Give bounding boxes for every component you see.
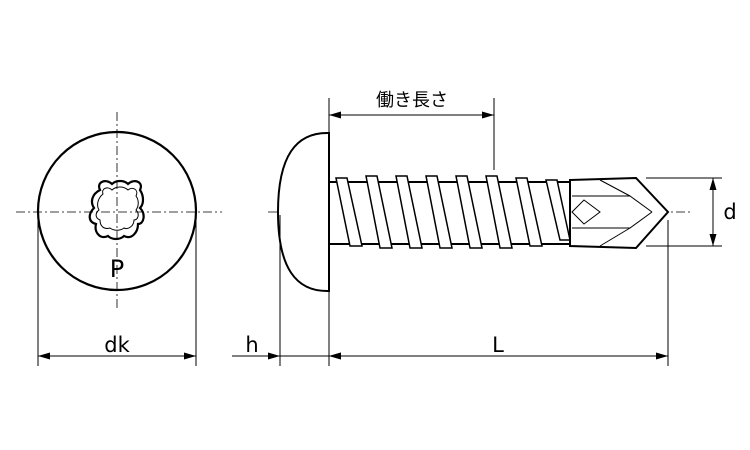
screw-side-view [268,131,690,293]
dk-dimension: dk [37,216,197,366]
screw-head [276,131,330,293]
thread-3 [395,175,423,249]
drill-edge-upper [599,179,631,197]
L-arrow-right [656,352,668,360]
thread-length-label: 働き長さ [376,90,448,111]
head-outline-circle [36,130,198,292]
dk-arrow-right [184,352,196,360]
thread-6 [485,175,513,249]
thread-2 [365,175,393,249]
head-mark-label: P [110,255,124,283]
h-arrow-left [268,352,280,360]
screw-threads [335,175,571,249]
thread-7 [515,177,543,247]
d-dimension: d [646,177,737,247]
drive-recess-icon [88,179,145,241]
L-label: L [492,333,504,357]
thread-4 [425,175,453,249]
drill-notch [571,199,601,225]
L-arrow-left [329,352,341,360]
thread-length-arrow-left [329,111,341,119]
head-top-view: P [16,112,222,310]
dk-label: dk [104,333,130,357]
thread-1 [335,177,363,247]
d-arrow-top [709,178,717,190]
thread-length-dimension: 働き長さ [328,90,495,170]
drill-point-outline [569,176,670,250]
drive-recess-inner [95,186,139,231]
d-label: d [723,200,736,224]
d-arrow-bottom [709,234,717,246]
dk-arrow-left [38,352,50,360]
h-dimension: h [232,215,341,366]
drill-point [569,176,670,250]
thread-length-arrow-right [482,111,494,119]
h-label: h [245,333,258,357]
L-dimension: L [329,220,669,366]
drill-edge-lower [599,227,631,247]
thread-5 [455,175,483,249]
